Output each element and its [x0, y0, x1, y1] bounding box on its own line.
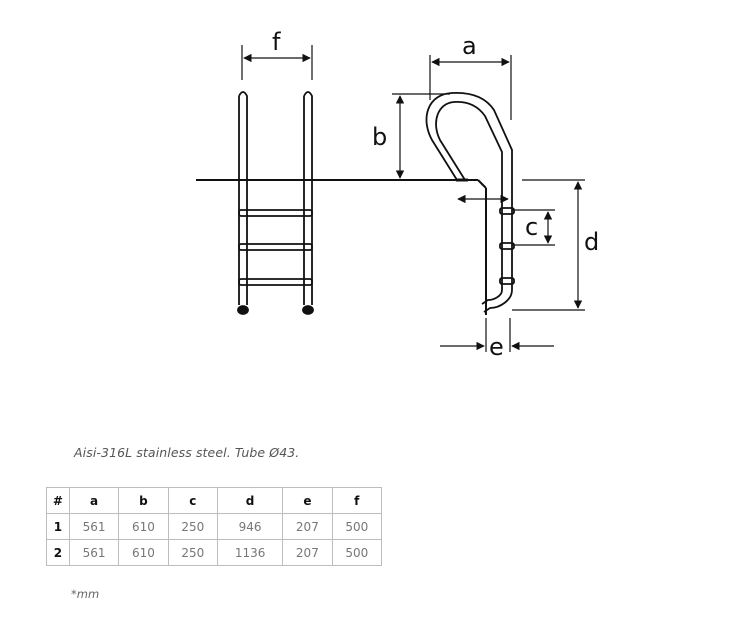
side-step-2 — [499, 242, 515, 250]
table-cell: 207 — [282, 513, 333, 540]
table-header-cell: d — [217, 487, 284, 514]
table-header-cell: c — [167, 487, 219, 514]
table-header-cell: f — [331, 487, 383, 514]
side-step-1 — [499, 207, 515, 215]
table-header-cell: # — [46, 487, 70, 514]
label-c: c — [525, 213, 538, 241]
table-cell: 946 — [217, 513, 284, 540]
table-cell: 1136 — [217, 539, 284, 566]
side-rail-outer — [425, 92, 513, 313]
table-cell: 2 — [46, 539, 70, 566]
table-header-cell: b — [118, 487, 169, 514]
front-step-3 — [238, 278, 313, 286]
pool-edge-line — [196, 179, 487, 315]
table-row: 2 561 610 250 1136 207 500 — [46, 539, 383, 566]
table-cell: 610 — [118, 539, 169, 566]
table-header-cell: a — [68, 487, 120, 514]
label-f: f — [272, 28, 281, 56]
table-cell: 250 — [167, 513, 219, 540]
table-cell: 1 — [46, 513, 70, 540]
front-right-rail — [303, 91, 313, 305]
ladder-front-view — [237, 91, 314, 315]
table-cell: 250 — [167, 539, 219, 566]
front-right-foot — [302, 305, 314, 315]
front-left-rail — [238, 91, 248, 305]
table-header-cell: e — [282, 487, 333, 514]
side-step-3 — [499, 277, 515, 285]
dimension-lines — [241, 45, 585, 352]
table-row: 1 561 610 250 946 207 500 — [46, 513, 383, 540]
label-d: d — [584, 228, 599, 256]
label-e: e — [489, 333, 504, 361]
table-cell: 500 — [331, 513, 383, 540]
table-cell: 610 — [118, 513, 169, 540]
table-cell: 561 — [68, 513, 120, 540]
label-b: b — [372, 123, 387, 151]
front-step-2 — [238, 243, 313, 251]
material-caption: Aisi-316L stainless steel. Tube Ø43. — [74, 445, 300, 460]
units-footnote: *mm — [71, 587, 100, 601]
table-cell: 500 — [331, 539, 383, 566]
label-a: a — [462, 32, 477, 60]
front-left-foot — [237, 305, 249, 315]
table-cell: 207 — [282, 539, 333, 566]
dimensions-table: # a b c d e f 1 561 610 250 946 207 500 … — [46, 487, 383, 566]
ladder-diagram: f a b c d e — [196, 28, 599, 361]
table-header-row: # a b c d e f — [46, 487, 383, 514]
front-step-1 — [238, 209, 313, 217]
table-cell: 561 — [68, 539, 120, 566]
side-rail-inner — [435, 101, 503, 305]
ladder-side-view — [425, 92, 515, 313]
